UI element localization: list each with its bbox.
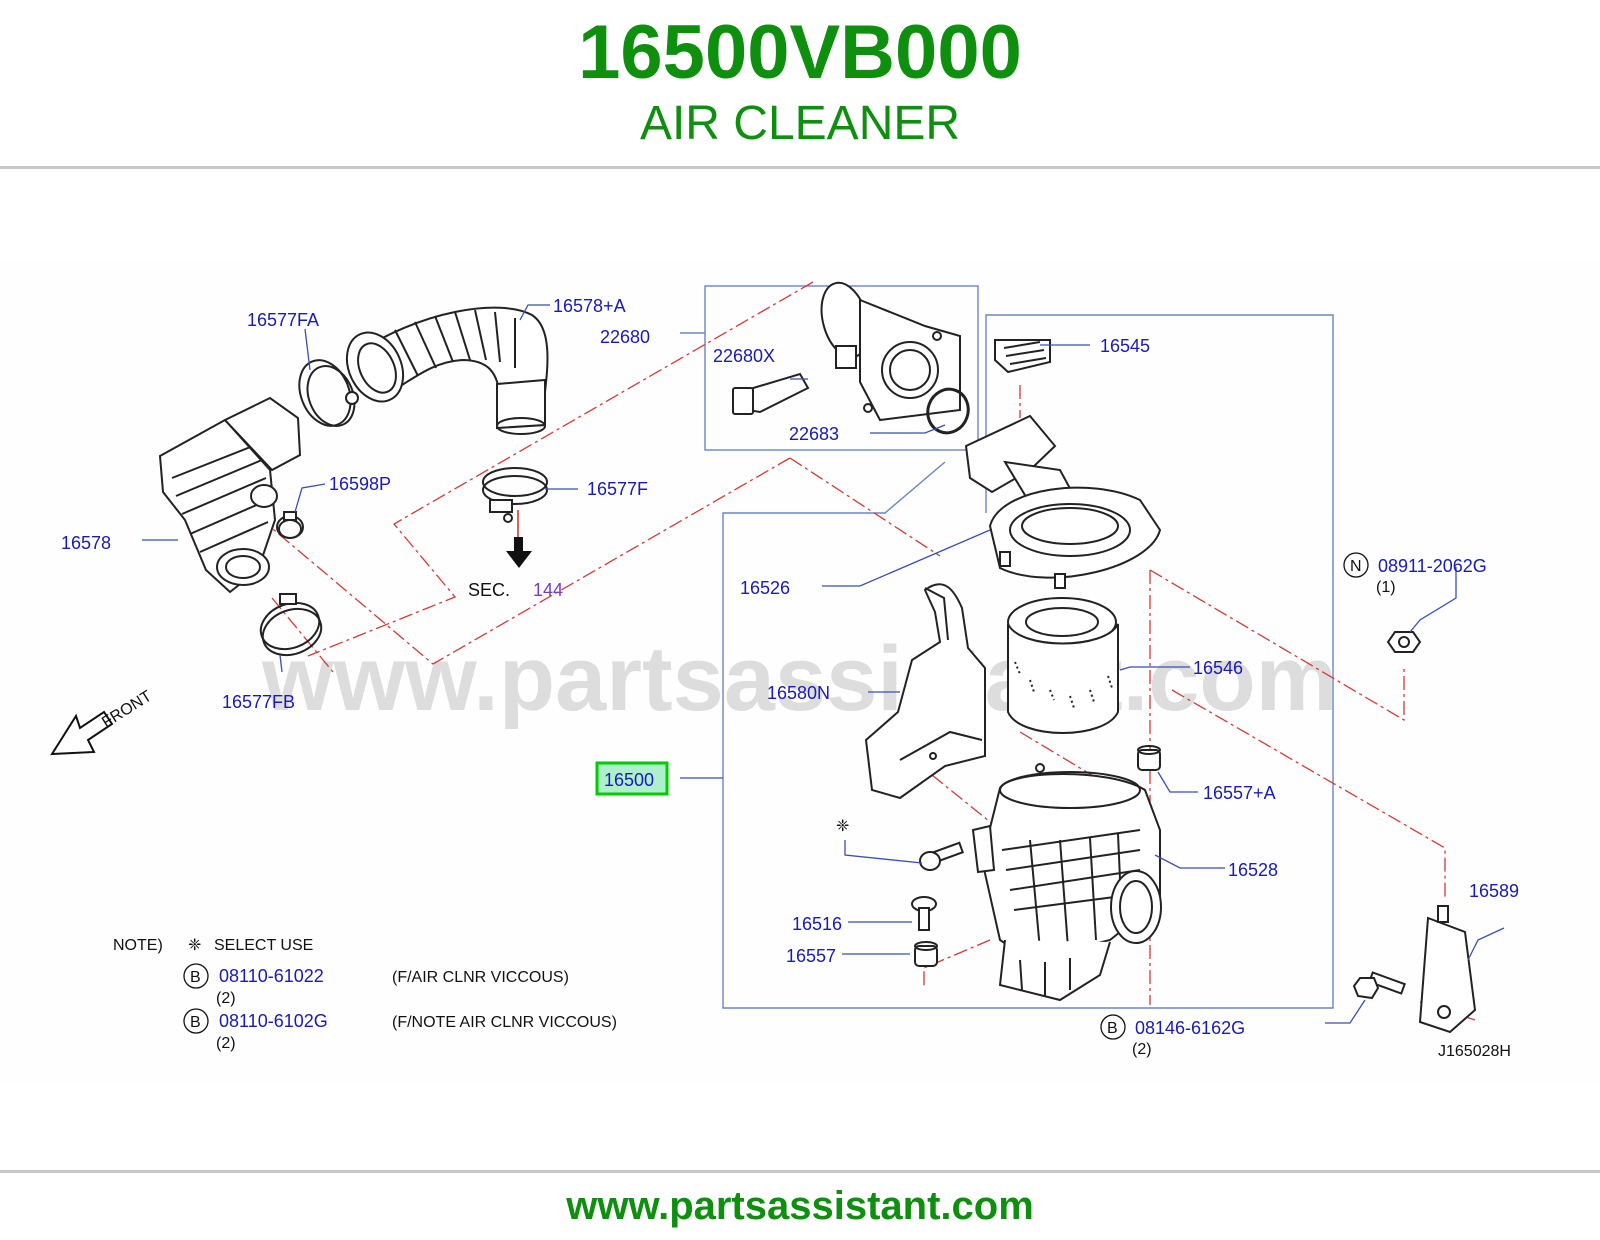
clamp-16598P xyxy=(276,511,304,539)
label-16557A[interactable]: 16557+A xyxy=(1203,783,1276,803)
note1-badge: B xyxy=(190,969,201,986)
resonator-16580N xyxy=(864,583,986,800)
label-22680X[interactable]: 22680X xyxy=(713,346,775,366)
clamp-16577F xyxy=(482,467,548,523)
part-number-title: 16500VB000 xyxy=(578,10,1022,95)
label-16557[interactable]: 16557 xyxy=(786,946,836,966)
part-name-subtitle: AIR CLEANER xyxy=(639,97,961,150)
label-16578A[interactable]: 16578+A xyxy=(553,296,626,316)
grommet-16557 xyxy=(914,941,938,967)
label-16589[interactable]: 16589 xyxy=(1469,881,1519,901)
badge-n-letter: N xyxy=(1350,558,1362,575)
label-16516[interactable]: 16516 xyxy=(792,914,842,934)
label-22683[interactable]: 22683 xyxy=(789,424,839,444)
note1-qty: (2) xyxy=(216,990,236,1007)
label-16577FB[interactable]: 16577FB xyxy=(222,692,295,712)
intake-duct-16578 xyxy=(158,396,302,594)
badge-b-circle xyxy=(1100,1014,1126,1040)
bracket-16589 xyxy=(1418,905,1477,1034)
notes-block: NOTE) ❈ SELECT USE B 08110-61022 (2) (F/… xyxy=(113,937,617,1052)
footer-url[interactable]: www.partsassistant.com xyxy=(566,1184,1034,1228)
badge-n-circle xyxy=(1343,552,1369,578)
label-22680[interactable]: 22680 xyxy=(600,327,650,347)
select-symbol-icon: ❈ xyxy=(188,937,201,954)
notes-title: NOTE) xyxy=(113,937,163,954)
bolt-select-use xyxy=(919,841,965,871)
clip-16545 xyxy=(994,339,1051,374)
note2-badge-circle xyxy=(183,1008,209,1034)
header-divider xyxy=(0,166,1600,169)
note1-part[interactable]: 08110-61022 xyxy=(219,966,324,986)
diagram-code: J165028H xyxy=(1438,1043,1511,1060)
note1-badge-circle xyxy=(183,963,209,989)
note2-badge: B xyxy=(190,1014,201,1031)
bolt-08146-6162G xyxy=(1352,971,1406,1000)
label-16500[interactable]: 16500 xyxy=(604,770,654,790)
qty-08146-6162G: (2) xyxy=(1132,1041,1152,1058)
clamp-16577FA xyxy=(298,359,359,427)
sec-144-arrow xyxy=(506,537,532,568)
label-16577FA[interactable]: 16577FA xyxy=(247,310,319,330)
sec-number[interactable]: 144 xyxy=(533,580,563,600)
sec-label: SEC. xyxy=(468,580,510,600)
note2-desc: (F/NOTE AIR CLNR VICCOUS) xyxy=(392,1014,617,1031)
label-16580N[interactable]: 16580N xyxy=(767,683,830,703)
label-16545[interactable]: 16545 xyxy=(1100,336,1150,356)
label-08911-2062G[interactable]: 08911-2062G xyxy=(1378,556,1487,576)
screw-16516 xyxy=(911,896,937,931)
watermark: www.partsassistant.com xyxy=(261,628,1337,730)
qty-08911-2062G: (1) xyxy=(1376,579,1396,596)
air-filter-element-16546 xyxy=(1007,597,1119,734)
clamp-16577FB xyxy=(259,593,323,657)
front-label: FRONT xyxy=(99,688,155,732)
label-08146-6162G[interactable]: 08146-6162G xyxy=(1135,1018,1245,1038)
mass-airflow-sensor-22680 xyxy=(820,281,961,422)
select-use-marker-icon: ❈ xyxy=(836,818,849,835)
label-16578[interactable]: 16578 xyxy=(61,533,111,553)
nut-08911-2062G xyxy=(1386,631,1422,653)
note2-part[interactable]: 08110-6102G xyxy=(219,1011,328,1031)
highlight-16500-box[interactable] xyxy=(595,761,669,796)
air-cleaner-cover-16526 xyxy=(964,414,1162,589)
label-16598P[interactable]: 16598P xyxy=(329,474,391,494)
note1-desc: (F/AIR CLNR VICCOUS) xyxy=(392,969,569,986)
note2-qty: (2) xyxy=(216,1035,236,1052)
grommet-16557A xyxy=(1137,745,1161,771)
badge-b-letter: B xyxy=(1107,1020,1118,1037)
leader-lines xyxy=(142,304,1505,1024)
label-16546[interactable]: 16546 xyxy=(1193,658,1243,678)
footer-divider xyxy=(0,1170,1600,1173)
o-ring-22683 xyxy=(926,387,970,435)
label-16577F[interactable]: 16577F xyxy=(587,479,648,499)
select-use-text: SELECT USE xyxy=(214,937,313,954)
sensor-22680X xyxy=(732,372,810,415)
label-16526[interactable]: 16526 xyxy=(740,578,790,598)
air-cleaner-case-16528 xyxy=(971,763,1162,1002)
front-arrow-icon xyxy=(50,710,114,756)
intake-hose-16578A xyxy=(345,306,549,435)
label-16528[interactable]: 16528 xyxy=(1228,860,1278,880)
